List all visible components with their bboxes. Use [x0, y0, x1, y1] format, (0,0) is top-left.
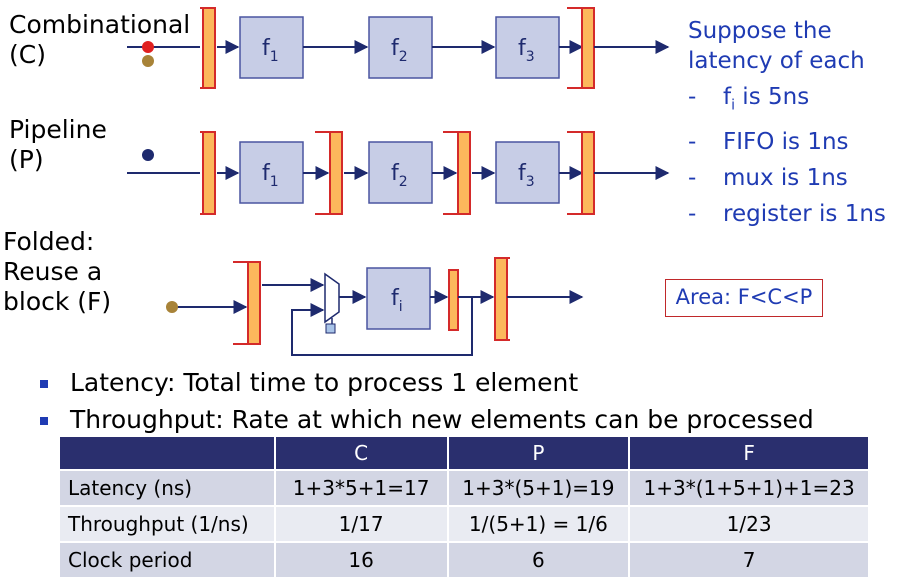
comb-fifo-in [200, 7, 216, 89]
table-cell: 1/17 [274, 505, 449, 542]
bullet-latency: Latency: Total time to process 1 element [40, 364, 814, 401]
pipeline-row [127, 131, 670, 215]
mux [324, 272, 340, 324]
comb-token-brown [142, 55, 154, 67]
comb-block-f2 [368, 16, 433, 79]
folded-label-line1: Folded: [3, 227, 95, 256]
folded-label-line2: Reuse a [3, 257, 103, 286]
comb-f2-label: f2 [391, 36, 408, 65]
pipe-token [142, 149, 154, 161]
fold-block-fi [366, 267, 431, 330]
pipeline-label-line2: (P) [9, 145, 44, 174]
table-row-label: Clock period [60, 541, 276, 577]
table-header-cell: F [629, 437, 870, 470]
note-item-register: -register is 1ns [688, 200, 886, 227]
area-comparison-box: Area: F<C<P [665, 279, 823, 317]
folded-label: Folded: Reuse a block (F) [3, 227, 111, 317]
table-row: Clock period 16 6 7 [60, 541, 870, 577]
comb-block-f1 [239, 16, 304, 79]
fold-fifo-in [233, 261, 261, 345]
bullet-square-icon [40, 416, 48, 425]
note-item-fifo: -FIFO is 1ns [688, 128, 849, 155]
fold-fifo-out [494, 257, 510, 341]
table-cell: 1/23 [629, 505, 870, 542]
table-row-label: Latency (ns) [60, 469, 276, 506]
combinational-label-line1: Combinational [9, 10, 191, 39]
comparison-table: C P F Latency (ns) 1+3*5+1=17 1+3*(5+1)=… [60, 437, 870, 577]
table-row-label: Throughput (1/ns) [60, 505, 276, 542]
pipe-fifo-1 [315, 131, 343, 215]
fold-fi-label: fi [391, 286, 403, 315]
table-row: Throughput (1/ns) 1/17 1/(5+1) = 1/6 1/2… [60, 505, 870, 542]
pipe-fifo-2 [443, 131, 471, 215]
table-cell: 7 [629, 541, 870, 577]
pipeline-label: Pipeline (P) [9, 115, 107, 175]
note-item-mux: -mux is 1ns [688, 164, 848, 191]
pipe-f2-label: f2 [391, 161, 408, 190]
table-cell: 1/(5+1) = 1/6 [447, 505, 631, 542]
folded-row [166, 257, 584, 356]
table-cell: 6 [447, 541, 631, 577]
table-header-cell: C [274, 437, 449, 470]
pipe-f3-label: f3 [518, 161, 535, 190]
pipe-block-f2 [368, 141, 433, 204]
pipe-fifo-in [200, 131, 216, 215]
table-cell: 1+3*(5+1)=19 [447, 469, 631, 506]
pipeline-label-line1: Pipeline [9, 115, 107, 144]
combinational-label: Combinational (C) [9, 10, 190, 70]
pipe-block-f3 [495, 141, 560, 204]
fold-token [166, 301, 178, 313]
combinational-label-line2: (C) [9, 40, 46, 69]
table-cell: 1+3*5+1=17 [274, 469, 449, 506]
table-row: Latency (ns) 1+3*5+1=17 1+3*(5+1)=19 1+3… [60, 469, 870, 506]
note-line2: latency of each [688, 48, 865, 74]
pipe-block-f1 [239, 141, 304, 204]
combinational-row [127, 7, 670, 89]
table-header-cell: P [447, 437, 631, 470]
fold-register [448, 269, 459, 331]
bullet-square-icon [40, 379, 48, 388]
table-header-row: C P F [60, 437, 870, 470]
pipe-f1-label: f1 [262, 161, 279, 190]
bullet-throughput: Throughput: Rate at which new elements c… [40, 401, 814, 438]
comb-f1-label: f1 [262, 36, 279, 65]
mux-select [325, 323, 336, 334]
note-line1: Suppose the [688, 18, 832, 44]
table-cell: 16 [274, 541, 449, 577]
comb-token-red [142, 41, 154, 53]
fold-feedback-wire [291, 297, 473, 356]
folded-label-line3: block (F) [3, 287, 112, 316]
comb-block-f3 [495, 16, 560, 79]
table-cell: 1+3*(1+5+1)+1=23 [629, 469, 870, 506]
table-header-cell [60, 437, 276, 470]
comb-f3-label: f3 [518, 36, 535, 65]
note-item-f: -fi is 5ns [688, 84, 810, 114]
bullet-list: Latency: Total time to process 1 element… [40, 364, 814, 438]
latency-note: Suppose the latency of each -fi is 5ns -… [688, 16, 886, 229]
